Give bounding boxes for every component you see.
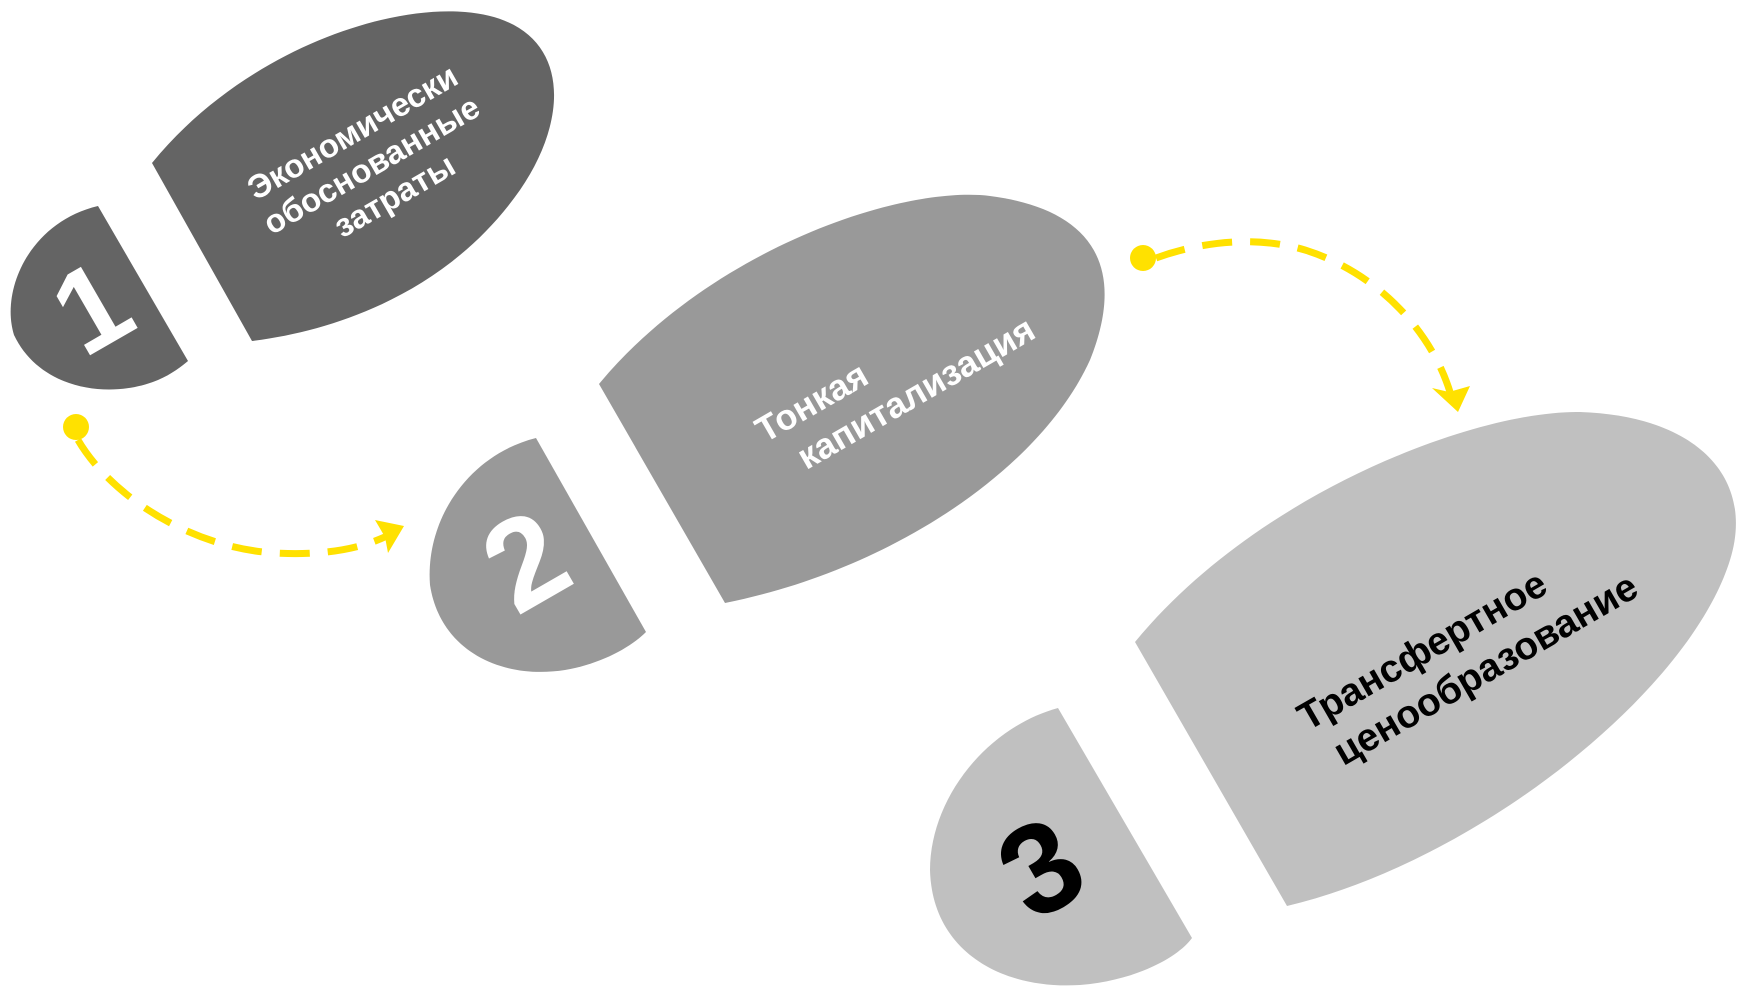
step-2-sole bbox=[599, 194, 1105, 603]
step-2: 2 Тонкая капитализация bbox=[429, 194, 1105, 672]
step-1-sole bbox=[152, 11, 555, 342]
step-3: 3 Трансфертное ценообразование bbox=[930, 411, 1736, 986]
arrow-1-to-2 bbox=[63, 414, 404, 558]
arrow-2-to-3 bbox=[1130, 238, 1470, 412]
arrow-2-head bbox=[1432, 386, 1470, 412]
arrow-1-start-dot bbox=[63, 414, 89, 440]
step-1-heel bbox=[10, 206, 189, 390]
arrow-2-start-dot bbox=[1130, 245, 1156, 271]
step-1: 1 Экономически обоснованные затраты bbox=[10, 11, 555, 390]
step-3-heel bbox=[930, 708, 1192, 986]
arrow-2-path bbox=[1154, 238, 1454, 394]
step-3-sole bbox=[1135, 411, 1736, 906]
arrow-1-head bbox=[375, 520, 404, 553]
arrow-1-path bbox=[74, 438, 400, 558]
step-2-heel bbox=[429, 438, 646, 672]
